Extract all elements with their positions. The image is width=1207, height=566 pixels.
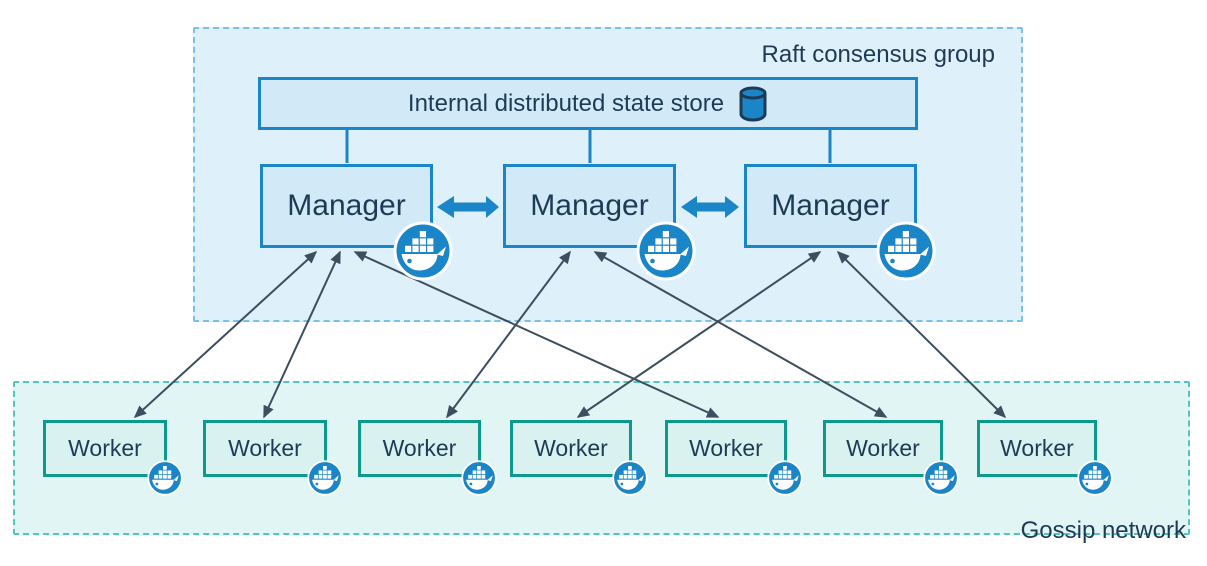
- worker-label: Worker: [846, 435, 920, 461]
- worker-node-5: Worker: [665, 420, 787, 477]
- worker-node-4: Worker: [510, 420, 632, 477]
- worker-label: Worker: [68, 435, 142, 461]
- worker-node-6: Worker: [823, 420, 943, 477]
- worker-label: Worker: [228, 435, 302, 461]
- database-icon: [739, 86, 767, 122]
- state-store-box: Internal distributed state store: [258, 77, 918, 130]
- manager-label: Manager: [287, 189, 406, 222]
- manager-node-2: Manager: [503, 164, 676, 248]
- state-store-label: Internal distributed state store: [407, 89, 725, 117]
- worker-label: Worker: [689, 435, 763, 461]
- worker-label: Worker: [534, 435, 608, 461]
- worker-node-2: Worker: [203, 420, 327, 477]
- manager-node-3: Manager: [744, 164, 917, 248]
- worker-label: Worker: [1000, 435, 1074, 461]
- worker-node-7: Worker: [977, 420, 1097, 477]
- worker-label: Worker: [382, 435, 457, 461]
- worker-node-3: Worker: [358, 420, 481, 477]
- raft-consensus-group-label: Raft consensus group: [761, 41, 995, 68]
- worker-node-1: Worker: [43, 420, 167, 477]
- manager-node-1: Manager: [260, 164, 433, 248]
- manager-label: Manager: [530, 189, 649, 222]
- manager-label: Manager: [771, 189, 890, 222]
- gossip-network-label: Gossip network: [1020, 517, 1186, 544]
